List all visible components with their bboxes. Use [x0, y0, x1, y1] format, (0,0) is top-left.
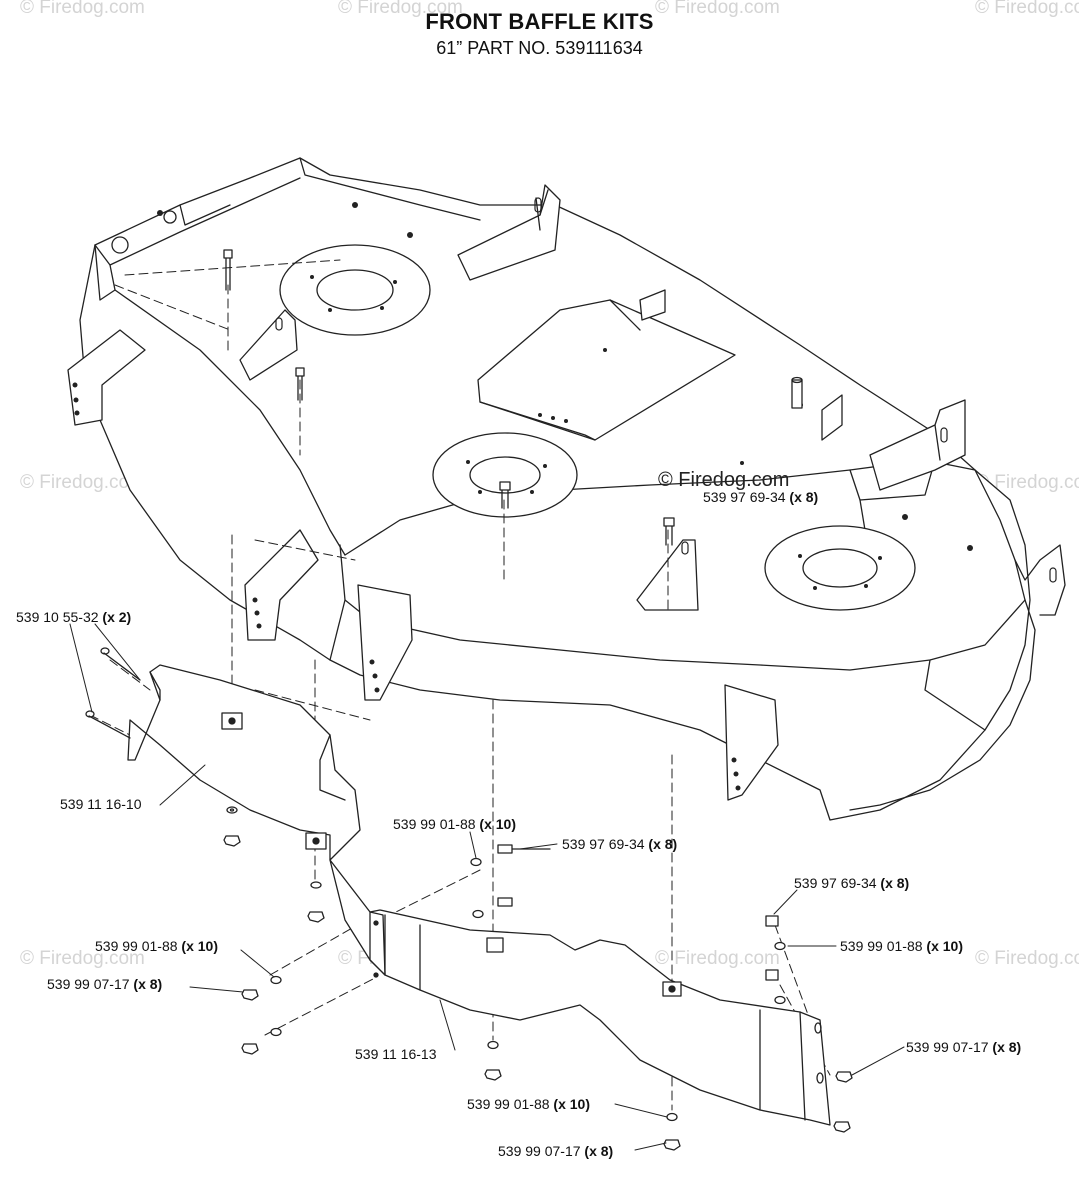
part-number: 539 99 01-88	[840, 938, 923, 954]
watermark: © Firedog.com	[20, 0, 145, 18]
diagram-subtitle: 61” PART NO. 539111634	[436, 38, 643, 58]
watermark: © Firedog.com	[975, 472, 1079, 493]
part-quantity: (x 10)	[553, 1096, 590, 1112]
baffle-upper	[127, 664, 361, 861]
mower-deck	[67, 157, 1066, 821]
part-number: 539 99 07-17	[906, 1039, 989, 1055]
part-quantity: (x 2)	[102, 609, 132, 625]
part-label-bolt-mid: 539 97 69-34 (x 8)	[562, 836, 677, 852]
part-label-nut-left: 539 99 07-17 (x 8)	[47, 976, 162, 992]
part-number: 539 11 16-13	[355, 1046, 437, 1062]
copyright-watermark: © Firedog.com	[658, 469, 790, 491]
part-number: 539 10 55-32	[16, 609, 99, 625]
watermark: © Firedog.com	[20, 948, 145, 969]
watermark: © Firedog.com	[655, 0, 780, 18]
rod-bolts	[85, 647, 141, 739]
part-number: 539 11 16-10	[60, 796, 142, 812]
part-quantity: (x 8)	[789, 489, 819, 505]
part-quantity: (x 10)	[479, 816, 516, 832]
part-quantity: (x 8)	[133, 976, 163, 992]
part-number: 539 99 01-88	[95, 938, 178, 954]
part-number: 539 99 01-88	[467, 1096, 550, 1112]
watermark: © Firedog.com	[975, 948, 1079, 969]
part-quantity: (x 8)	[992, 1039, 1022, 1055]
watermark: © Firedog.com	[655, 948, 780, 969]
part-quantity: (x 10)	[926, 938, 963, 954]
part-label-washer-left: 539 99 01-88 (x 10)	[95, 938, 218, 954]
part-label-bolt-right: 539 97 69-34 (x 8)	[794, 875, 909, 891]
part-quantity: (x 10)	[181, 938, 218, 954]
part-number: 539 99 01-88	[393, 816, 476, 832]
part-number: 539 97 69-34	[703, 489, 786, 505]
part-number: 539 97 69-34	[794, 875, 877, 891]
watermark: © Firedog.com	[20, 472, 145, 493]
part-label-nut-right: 539 99 07-17 (x 8)	[906, 1039, 1021, 1055]
part-label-washer-right: 539 99 01-88 (x 10)	[840, 938, 963, 954]
watermark: © Firedog.com	[338, 0, 463, 18]
watermark: © Firedog.com	[975, 0, 1079, 18]
part-label-bolt-top: 539 97 69-34 (x 8)	[703, 489, 818, 505]
part-number: 539 97 69-34	[562, 836, 645, 852]
part-label-rod-left: 539 10 55-32 (x 2)	[16, 609, 131, 625]
part-number: 539 99 07-17	[47, 976, 130, 992]
hardware	[223, 249, 853, 1151]
part-label-washer-mid: 539 99 01-88 (x 10)	[393, 816, 516, 832]
part-quantity: (x 8)	[648, 836, 678, 852]
part-quantity: (x 8)	[584, 1143, 614, 1159]
diagram-title: FRONT BAFFLE KITS	[425, 9, 654, 34]
part-label-baffle-upper: 539 11 16-10	[60, 796, 141, 812]
part-label-nut-bottom: 539 99 07-17 (x 8)	[498, 1143, 613, 1159]
baffle-lower	[329, 859, 831, 1126]
leader-lines	[69, 623, 905, 1151]
part-label-baffle-lower: 539 11 16-13	[355, 1046, 436, 1062]
part-quantity: (x 8)	[880, 875, 910, 891]
part-number: 539 99 07-17	[498, 1143, 581, 1159]
part-label-washer-bottom: 539 99 01-88 (x 10)	[467, 1096, 590, 1112]
